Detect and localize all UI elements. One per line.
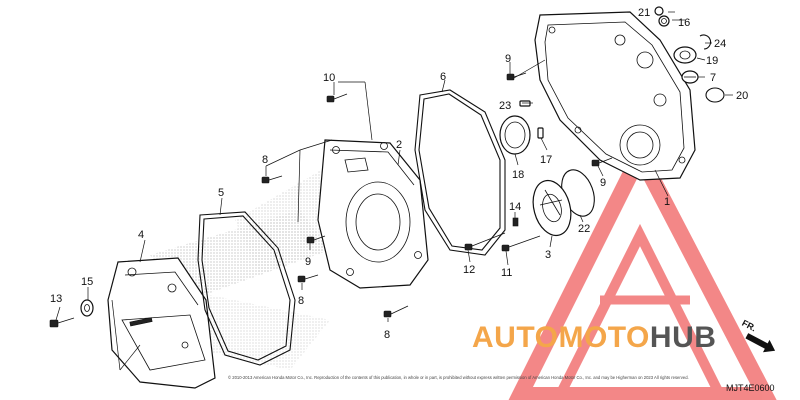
callout-20: 20: [736, 90, 748, 102]
bolt-8b-icon: [297, 274, 319, 283]
callout-17: 17: [540, 154, 552, 166]
front-arrow-icon: [745, 333, 776, 353]
callout-8a: 8: [262, 154, 268, 166]
bolt-9a-icon: [306, 235, 326, 244]
callout-3: 3: [545, 249, 551, 261]
callout-4: 4: [138, 229, 144, 241]
projection-hatch: [150, 165, 345, 370]
watermark-brand: AUTOMOTOHUB: [472, 321, 716, 354]
callout-12: 12: [463, 264, 475, 276]
callout-8c: 8: [384, 329, 390, 341]
callout-9c: 9: [600, 177, 606, 189]
callout-11: 11: [501, 267, 512, 279]
callout-15: 15: [81, 276, 93, 288]
washer-15-icon: [80, 299, 94, 317]
small-parts: [499, 6, 725, 237]
callout-23: 23: [499, 100, 511, 112]
diagram-code: MJT4E0600: [726, 383, 775, 393]
callout-16: 16: [678, 17, 690, 29]
leader-lines: [55, 11, 733, 371]
callout-7: 7: [710, 72, 716, 84]
bolt-9c-icon: [591, 157, 613, 167]
crankcase-cover-part1: [534, 11, 696, 197]
bolt-8a-icon: [261, 175, 283, 184]
brand-part-1: AUTOMOTO: [472, 321, 650, 354]
bolt-9b-icon: [506, 72, 527, 81]
callout-19: 19: [706, 55, 718, 67]
callout-2: 2: [396, 139, 402, 151]
watermark-logo-icon: [508, 137, 777, 400]
callout-18: 18: [512, 169, 524, 181]
callout-9a: 9: [305, 256, 311, 268]
bolt-11-icon: [501, 235, 541, 252]
outer-cover-part4: [107, 239, 216, 389]
bolt-12-icon: [464, 232, 506, 251]
bolt-8c-icon: [383, 305, 409, 318]
callout-24: 24: [714, 38, 726, 50]
brand-part-2: HUB: [650, 321, 717, 354]
callout-labels: 1 2 3 4 5 6 7 8 8 8 9 9 9 10 11 12 13 14…: [50, 7, 748, 341]
gasket-part6: [414, 79, 506, 256]
callout-21: 21: [638, 7, 650, 19]
svg-text:AUTOMOTOHUB: AUTOMOTOHUB: [472, 321, 716, 354]
callout-13: 13: [50, 293, 62, 305]
gasket-part5: [197, 197, 296, 366]
callout-1: 1: [664, 196, 670, 208]
callout-8b: 8: [298, 295, 304, 307]
bolt-10-icon: [326, 93, 348, 103]
callout-5: 5: [218, 187, 224, 199]
callout-22: 22: [578, 223, 590, 235]
callout-6: 6: [440, 71, 446, 83]
copyright-text: © 2010-2013 American Honda Motor Co., In…: [228, 375, 689, 380]
callout-10: 10: [323, 72, 335, 84]
callout-14: 14: [509, 201, 521, 213]
front-label: FR.: [740, 318, 757, 334]
callout-9b: 9: [505, 53, 511, 65]
bolts: [49, 72, 613, 328]
housing-part2: [317, 139, 429, 289]
bolt-13-icon: [49, 317, 75, 328]
